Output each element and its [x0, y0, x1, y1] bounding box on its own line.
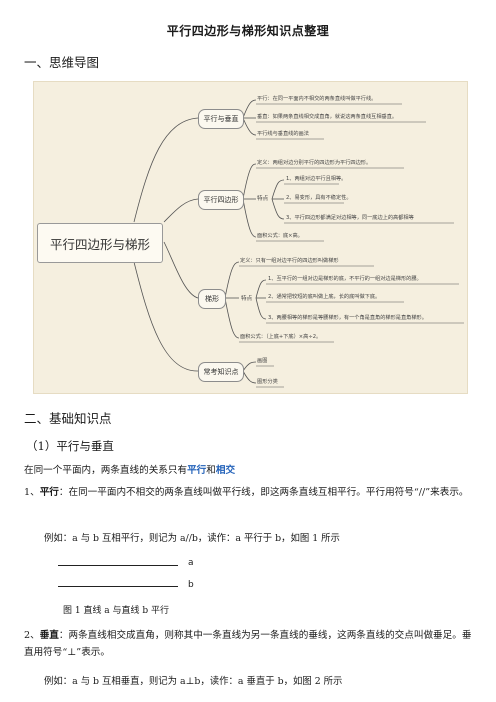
leaf-drawing: 画图	[257, 358, 268, 364]
section-heading-basics: 二、基础知识点	[24, 411, 112, 426]
trapezoid-feature-1: 1、互平行的一组对边是梯形的底，不平行的一组对边是梯形的腰。	[268, 276, 422, 282]
leaf-drawing-method: 平行线与垂直线的画法	[257, 131, 309, 137]
perpendicular-keyword: 垂直	[39, 630, 59, 641]
leaf-parallelogram-definition: 定义：两组对边分别平行的四边形为平行四边形。	[257, 160, 372, 166]
parallelogram-feature-tag: 特点	[257, 196, 269, 202]
intro-keyword-parallel: 平行	[187, 465, 207, 476]
branch-parallel-perpendicular: 平行与垂直	[198, 109, 244, 129]
parallel-keyword: 平行	[39, 487, 59, 498]
parallel-example: 例如：a 与 b 互相平行，则记为 a//b，读作：a 平行于 b，如图 1 所…	[44, 533, 340, 544]
parallelogram-area-formula: 面积公式：底×高。	[257, 233, 303, 239]
leaf-trapezoid-definition: 定义：只有一组对边平行的四边形叫做梯形	[240, 258, 339, 264]
perpendicular-number: 2、	[24, 630, 40, 641]
mind-map-connectors	[133, 99, 464, 388]
perpendicular-definition-paragraph: 2、垂直：两条直线相交成直角，则称其中一条直线为另一条直线的垂线，这两条直线的交…	[24, 627, 474, 661]
leaf-shape-classification: 图形分类	[257, 379, 278, 385]
leaf-parallel-def: 平行：在同一平面内不相交的两条直线叫做平行线。	[257, 96, 377, 102]
line-b-label: b	[188, 580, 194, 590]
branch-parallelogram: 平行四边形	[198, 190, 244, 210]
line-a-label: a	[188, 558, 194, 568]
mind-map: 平行四边形与梯形 平行与垂直 平行：在同一平面内不相交的两条直线叫做平行线。 垂…	[33, 81, 468, 394]
mindmap-center-node: 平行四边形与梯形	[37, 223, 163, 263]
leaf-perpendicular-def: 垂直：如果两条直线相交成直角，就说这两条直线互相垂直。	[257, 114, 398, 120]
parallel-number: 1、	[24, 487, 40, 498]
line-b	[58, 586, 178, 587]
line-a	[58, 565, 178, 566]
trapezoid-feature-tag: 特点	[241, 296, 253, 302]
figure-1-caption: 图 1 直线 a 与直线 b 平行	[63, 606, 170, 616]
trapezoid-area-formula: 面积公式：（上底+下底）×高÷2。	[240, 334, 322, 340]
intro-paragraph: 在同一个平面内，两条直线的关系只有平行和相交	[24, 462, 474, 479]
subsection-heading-parallel-perpendicular: （1）平行与垂直	[26, 439, 114, 453]
parallelogram-feature-2: 2、易变形，具有不稳定性。	[286, 195, 352, 201]
parallelogram-feature-1: 1、两组对边平行且相等。	[286, 176, 347, 182]
branch-common-test-points: 常考知识点	[198, 362, 244, 382]
perpendicular-example: 例如：a 与 b 互相垂直，则记为 a⊥b，读作：a 垂直于 b，如图 2 所示	[44, 676, 343, 687]
branch-trapezoid: 梯形	[198, 289, 226, 309]
parallelogram-feature-3: 3、平行四边形都满足对边相等，同一底边上的高都相等	[286, 215, 414, 221]
trapezoid-feature-2: 2、通常把较短的底叫做上底，长的底叫做下底。	[268, 294, 381, 300]
perpendicular-definition-text: ：两条直线相交成直角，则称其中一条直线为另一条直线的垂线，这两条直线的交点叫做垂…	[24, 630, 472, 658]
section-heading-mindmap: 一、思维导图	[24, 55, 100, 70]
intro-and: 和	[206, 465, 216, 476]
trapezoid-feature-3: 3、两腰相等的梯形是等腰梯形，有一个角是直角的梯形是直角梯形。	[268, 315, 427, 321]
parallel-definition-text: ：在同一平面内不相交的两条直线叫做平行线，即这两条直线互相平行。平行用符号“//…	[58, 487, 469, 498]
intro-keyword-intersect: 相交	[215, 465, 236, 476]
parallel-definition-paragraph: 1、平行：在同一平面内不相交的两条直线叫做平行线，即这两条直线互相平行。平行用符…	[24, 484, 474, 501]
intro-prefix: 在同一个平面内，两条直线的关系只有	[24, 465, 188, 476]
document-title: 平行四边形与梯形知识点整理	[166, 24, 330, 38]
